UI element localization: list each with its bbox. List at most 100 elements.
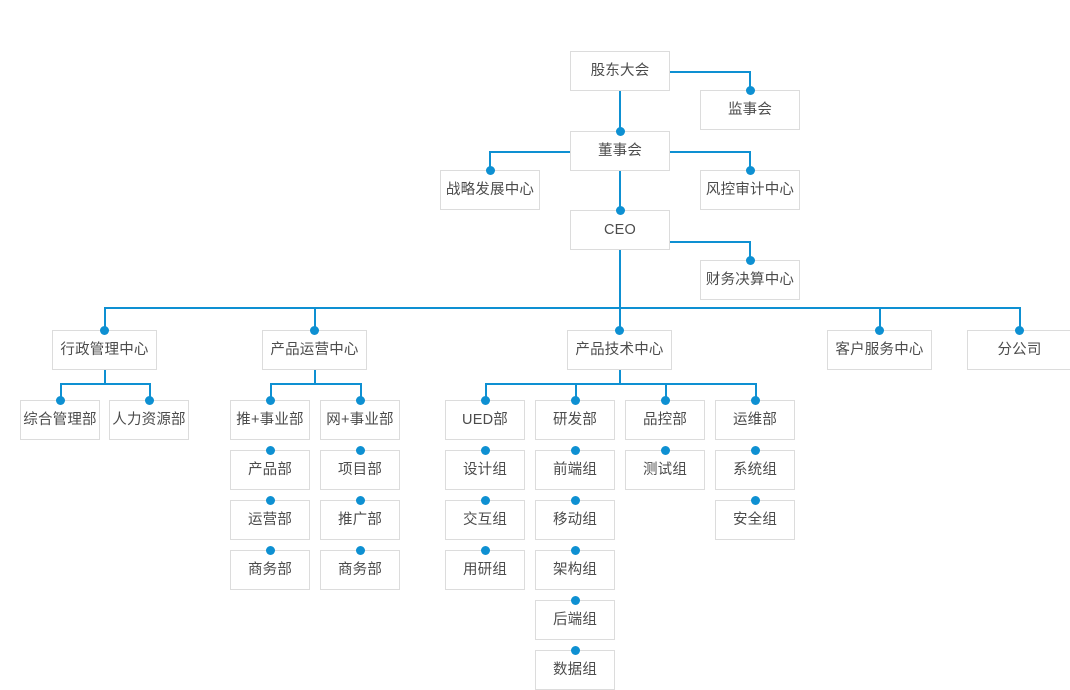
connector-dot <box>745 255 755 265</box>
connector-dot <box>615 126 625 136</box>
connector-line <box>104 307 106 331</box>
org-node-前端组[interactable]: 前端组 <box>535 450 615 490</box>
connector-line <box>665 383 667 401</box>
org-node-测试组[interactable]: 测试组 <box>625 450 705 490</box>
org-node-分公司[interactable]: 分公司 <box>967 330 1070 370</box>
connector-dot <box>480 395 490 405</box>
connector-line <box>60 383 62 401</box>
connector-line <box>575 383 577 401</box>
connector-dot <box>750 495 760 505</box>
connector-dot <box>745 85 755 95</box>
org-node-网plus事业部[interactable]: 网+事业部 <box>320 400 400 440</box>
connector-line <box>619 250 621 307</box>
org-node-产品技术中心[interactable]: 产品技术中心 <box>567 330 672 370</box>
connector-line <box>104 307 1020 309</box>
connector-dot <box>480 495 490 505</box>
org-node-交互组[interactable]: 交互组 <box>445 500 525 540</box>
connector-line <box>270 383 360 385</box>
connector-line <box>619 307 621 331</box>
connector-line <box>755 383 757 401</box>
connector-dot <box>355 495 365 505</box>
connector-line <box>749 151 751 170</box>
connector-dot <box>750 395 760 405</box>
org-node-后端组[interactable]: 后端组 <box>535 600 615 640</box>
org-node-商务部[interactable]: 商务部 <box>230 550 310 590</box>
connector-line <box>879 307 881 331</box>
org-node-ued部[interactable]: UED部 <box>445 400 525 440</box>
connector-dot <box>660 445 670 455</box>
connector-dot <box>570 495 580 505</box>
connector-dot <box>570 545 580 555</box>
org-node-风控审计中心[interactable]: 风控审计中心 <box>700 170 800 210</box>
connector-line <box>749 241 751 260</box>
org-node-用研组[interactable]: 用研组 <box>445 550 525 590</box>
org-node-客户服务中心[interactable]: 客户服务中心 <box>827 330 932 370</box>
connector-dot <box>355 545 365 555</box>
connector-line <box>670 151 750 153</box>
org-node-ceo[interactable]: CEO <box>570 210 670 250</box>
connector-line <box>670 241 750 243</box>
org-node-行政管理中心[interactable]: 行政管理中心 <box>52 330 157 370</box>
org-node-品控部[interactable]: 品控部 <box>625 400 705 440</box>
connector-line <box>489 151 570 153</box>
org-node-综合管理部[interactable]: 综合管理部 <box>20 400 100 440</box>
connector-dot <box>745 165 755 175</box>
org-node-设计组[interactable]: 设计组 <box>445 450 525 490</box>
org-node-董事会[interactable]: 董事会 <box>570 131 670 171</box>
connector-dot <box>55 395 65 405</box>
org-node-运营部[interactable]: 运营部 <box>230 500 310 540</box>
connector-line <box>60 383 149 385</box>
connector-line <box>314 370 316 383</box>
connector-dot <box>100 325 109 335</box>
org-node-监事会[interactable]: 监事会 <box>700 90 800 130</box>
org-node-人力资源部[interactable]: 人力资源部 <box>109 400 189 440</box>
connector-dot <box>875 325 884 335</box>
org-node-运维部[interactable]: 运维部 <box>715 400 795 440</box>
connector-line <box>149 383 151 401</box>
connector-line <box>749 71 751 90</box>
connector-dot <box>660 395 670 405</box>
org-node-战略发展中心[interactable]: 战略发展中心 <box>440 170 540 210</box>
connector-dot <box>480 445 490 455</box>
connector-dot <box>355 445 365 455</box>
connector-dot <box>265 545 275 555</box>
org-node-研发部[interactable]: 研发部 <box>535 400 615 440</box>
connector-dot <box>480 545 490 555</box>
connector-dot <box>615 325 624 335</box>
org-node-系统组[interactable]: 系统组 <box>715 450 795 490</box>
connector-dot <box>144 395 154 405</box>
org-node-商务部[interactable]: 商务部 <box>320 550 400 590</box>
connector-line <box>104 370 106 383</box>
connector-line <box>485 383 487 401</box>
connector-line <box>314 307 316 331</box>
connector-dot <box>265 445 275 455</box>
connector-line <box>619 71 621 131</box>
connector-dot <box>615 205 625 215</box>
connector-line <box>270 383 272 401</box>
connector-dot <box>570 445 580 455</box>
org-node-架构组[interactable]: 架构组 <box>535 550 615 590</box>
connector-dot <box>485 165 495 175</box>
org-node-推plus事业部[interactable]: 推+事业部 <box>230 400 310 440</box>
org-node-产品部[interactable]: 产品部 <box>230 450 310 490</box>
org-node-数据组[interactable]: 数据组 <box>535 650 615 690</box>
org-node-项目部[interactable]: 项目部 <box>320 450 400 490</box>
connector-dot <box>355 395 365 405</box>
connector-dot <box>265 495 275 505</box>
org-node-安全组[interactable]: 安全组 <box>715 500 795 540</box>
org-node-推广部[interactable]: 推广部 <box>320 500 400 540</box>
connector-dot <box>1015 325 1024 335</box>
connector-line <box>485 383 755 385</box>
connector-line <box>670 71 750 73</box>
connector-dot <box>750 445 760 455</box>
connector-line <box>619 370 621 383</box>
connector-line <box>360 383 362 401</box>
org-node-移动组[interactable]: 移动组 <box>535 500 615 540</box>
connector-line <box>1019 307 1021 331</box>
org-node-产品运营中心[interactable]: 产品运营中心 <box>262 330 367 370</box>
org-node-股东大会[interactable]: 股东大会 <box>570 51 670 91</box>
connector-dot <box>570 595 580 605</box>
connector-dot <box>310 325 319 335</box>
org-node-财务决算中心[interactable]: 财务决算中心 <box>700 260 800 300</box>
